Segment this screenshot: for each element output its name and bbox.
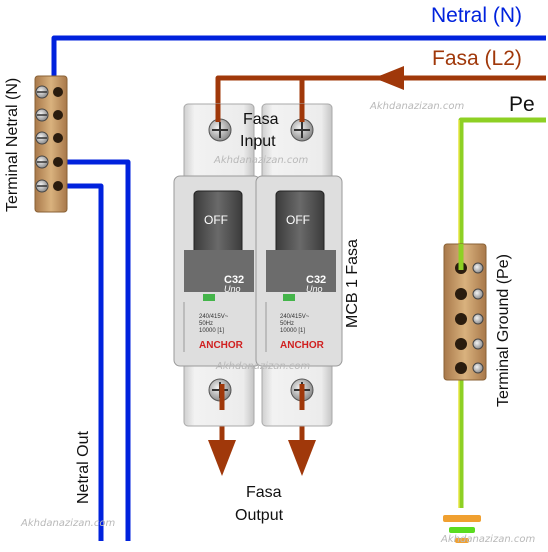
terminal-screw: [35, 85, 49, 193]
mcb-2: [255, 103, 343, 427]
phase-output-arrow-2: [288, 440, 316, 476]
terminal-ground-block: [443, 243, 487, 381]
mcb-2-spec-1: 240/415V~: [280, 314, 310, 320]
ground-symbol-icon: [443, 515, 481, 543]
terminal-ground-label: Terminal Ground (Pe): [495, 254, 512, 407]
mcb-1-code: 10000 [1]: [199, 328, 225, 334]
watermark: Akhdanazizan.com: [216, 361, 311, 372]
watermark: Akhdanazizan.com: [21, 518, 116, 529]
terminal-screw: [472, 262, 484, 374]
phase-output-label-2: Output: [235, 507, 284, 524]
watermark: Akhdanazizan.com: [441, 534, 536, 545]
mcb-2-rating: C32: [306, 274, 327, 286]
phase-output-label-1: Fasa: [246, 484, 282, 501]
phase-output-arrow-1: [208, 440, 236, 476]
mcb-2-spec-2: 50Hz: [280, 321, 295, 327]
mcb-1-spec-1: 240/415V~: [199, 314, 229, 320]
mcb-2-brand: ANCHOR: [280, 340, 324, 351]
terminal-neutral-block: [34, 75, 68, 213]
phase-input-arrow: [374, 66, 404, 90]
mcb-1-series: Uno: [224, 284, 241, 294]
phase-label: Fasa (L2): [432, 47, 522, 70]
mcb-1-spec-2: 50Hz: [199, 321, 214, 327]
neutral-out-label: Netral Out: [75, 431, 92, 504]
mcb-1-rating: C32: [224, 274, 245, 286]
mcb-2-code: 10000 [1]: [280, 328, 306, 334]
mcb-1-off-label: OFF: [204, 213, 228, 227]
terminal-neutral-label: Terminal Netral (N): [4, 77, 21, 212]
phase-input-label-1: Fasa: [243, 111, 279, 128]
mcb-1: [173, 103, 261, 427]
mcb-2-off-label: OFF: [286, 213, 310, 227]
watermark: Akhdanazizan.com: [370, 101, 465, 112]
mcb-title-label: MCB 1 Fasa: [344, 239, 361, 328]
watermark: Akhdanazizan.com: [214, 155, 309, 166]
phase-input-label-2: Input: [240, 133, 276, 150]
neutral-label: Netral (N): [431, 4, 523, 27]
mcb-1-brand: ANCHOR: [199, 340, 243, 351]
mcb-2-series: Uno: [306, 284, 323, 294]
pe-label: Pe: [509, 93, 535, 116]
